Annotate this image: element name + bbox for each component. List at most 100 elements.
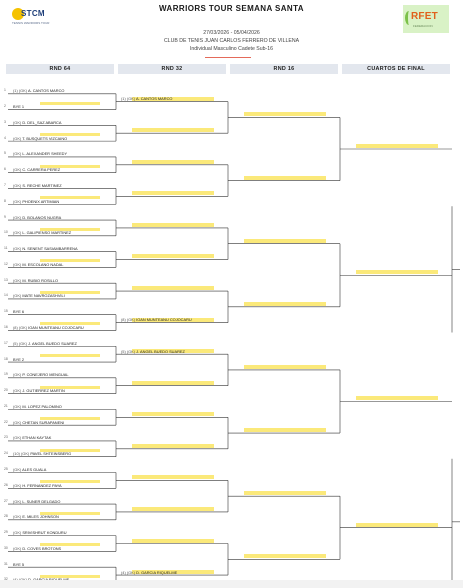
match-highlight [40, 290, 100, 294]
player-entry[interactable]: (GK) M. RUBIO ROSILLO [13, 278, 58, 283]
result-highlight [132, 254, 214, 259]
player-entry[interactable]: (GK) L. ALEXANDER SHEEDY [13, 151, 67, 156]
player-seed: (1) (GK) [13, 88, 28, 94]
result-highlight [132, 317, 214, 322]
result-highlight [244, 301, 326, 306]
player-name: H. FERNANDEZ PAYA [22, 482, 62, 488]
draw-position: 9 [4, 214, 6, 219]
player-seed: (8) (GK) [121, 317, 136, 323]
match-highlight [40, 133, 100, 137]
player-name: IOAN MUNTEANU COJOCARU [28, 324, 84, 330]
player-entry[interactable]: (GK) CHETAN SURAPANENI [13, 420, 64, 425]
player-entry[interactable]: (GK) H. FERNANDEZ PAYA [13, 483, 62, 488]
title-underline [205, 57, 251, 58]
result-highlight [132, 475, 214, 480]
result-highlight [244, 364, 326, 369]
player-name: PAVEL SHTEINSBERG [30, 451, 72, 457]
player-name: J. ANGEL BUEDO SUAREZ [136, 348, 185, 354]
draw-position: 5 [4, 151, 6, 156]
player-name: D. GARCIA RIQUELME [136, 569, 178, 575]
footer-strip [0, 580, 463, 588]
player-entry[interactable]: (GK) E. MILES JOHNSON [13, 514, 59, 519]
player-entry[interactable]: (GK) M. LOPEZ PALOMINO [13, 404, 62, 409]
draw-position: 7 [4, 182, 6, 187]
player-entry[interactable]: (GK) M. ESCOLANO NADAL [13, 262, 63, 267]
player-entry[interactable]: (4) (GK) D. GARCIA RIQUELME [13, 577, 69, 582]
player-entry[interactable]: (GK) S. RECHE MARTINEZ [13, 183, 62, 188]
player-entry[interactable]: (GK) D. BOLANOS NUGRA [13, 215, 61, 220]
advanced-player[interactable]: (1) (GK) A. CANTOS MARCO [121, 96, 172, 101]
player-entry[interactable]: (GK) ALES GUALA [13, 467, 46, 472]
player-name: L. GALIPIENSO MARTINEZ [22, 230, 72, 236]
player-entry[interactable]: (GK) D. COVES BROTONS [13, 546, 61, 551]
tournament-title: WARRIORS TOUR SEMANA SANTA [159, 4, 304, 13]
result-highlight [132, 128, 214, 133]
player-seed: (4) (GK) [121, 569, 136, 575]
player-entry[interactable]: (GK) SRIVISHRUT KONDURU [13, 530, 67, 535]
player-seed: (GK) [13, 151, 22, 157]
player-entry[interactable]: (GK) PHOENIX ARTIMIAN [13, 199, 59, 204]
advanced-player[interactable]: (5) (GK) J. ANGEL BUEDO SUAREZ [121, 349, 185, 354]
tournament-dates: 27/03/2026 - 05/04/2026 [203, 30, 260, 36]
player-entry[interactable]: (1) (GK) A. CANTOS MARCO [13, 88, 64, 93]
player-entry[interactable]: (GK) N. SENENT SASIAMBARRENA [13, 246, 78, 251]
draw-position: 21 [4, 403, 8, 408]
player-name: BYE 6 [13, 309, 25, 315]
player-entry[interactable]: BYE 1 [13, 104, 24, 109]
result-highlight [244, 175, 326, 180]
result-highlight [132, 412, 214, 417]
player-entry[interactable]: (10) (GK) PAVEL SHTEINSBERG [13, 451, 71, 456]
player-seed: (GK) [13, 119, 22, 125]
player-name: J. ANGEL BUEDO SUAREZ [28, 340, 77, 346]
player-entry[interactable]: (GK) ETHAN KAYTAK [13, 435, 51, 440]
result-highlight [244, 428, 326, 433]
player-seed: (GK) [13, 419, 22, 425]
match-highlight [40, 227, 100, 231]
draw-position: 2 [4, 104, 6, 109]
player-seed: (GK) [13, 388, 22, 394]
match-highlight [40, 101, 100, 105]
player-entry[interactable]: (GK) C. CARRERA PEREZ [13, 167, 60, 172]
draw-position: 13 [4, 277, 8, 282]
player-name: M. RUBIO ROSILLO [22, 277, 58, 283]
match-highlight [40, 322, 100, 326]
player-entry[interactable]: BYE 5 [13, 562, 24, 567]
draw-position: 24 [4, 451, 8, 456]
player-name: BYE 2 [13, 356, 25, 362]
draw-position: 32 [4, 577, 8, 581]
player-name: D. COVES BROTONS [22, 545, 62, 551]
draw-position: 15 [4, 309, 8, 314]
match-highlight [40, 385, 100, 389]
player-entry[interactable]: (5) (GK) J. ANGEL BUEDO SUAREZ [13, 341, 77, 346]
draw-position: 29 [4, 530, 8, 535]
advanced-player[interactable]: (8) (GK) IOAN MUNTEANU COJOCARU [121, 317, 192, 322]
player-entry[interactable]: (GK) L. SUNER DELGADO [13, 499, 60, 504]
player-entry[interactable]: (GK) L. GALIPIENSO MARTINEZ [13, 230, 71, 235]
player-entry[interactable]: (GK) MATE NAVROZASHVILI [13, 293, 65, 298]
player-name: E. MILES JOHNSON [22, 514, 59, 520]
player-name: CHETAN SURAPANENI [22, 419, 65, 425]
player-name: D. DEL_SAZ ABARCA [22, 119, 62, 125]
player-entry[interactable]: BYE 6 [13, 309, 24, 314]
player-entry[interactable]: (GK) P. CONEJERO MENGUAL [13, 372, 69, 377]
player-seed: (GK) [13, 182, 22, 188]
draw-position: 17 [4, 340, 8, 345]
result-highlight [132, 570, 214, 575]
player-name: A. CANTOS MARCO [27, 88, 65, 94]
player-entry[interactable]: (GK) J. GUTIERREZ MARTIN [13, 388, 65, 393]
draw-position: 27 [4, 498, 8, 503]
player-entry[interactable]: (GK) T. BUSQUETS VIZCAINO [13, 136, 67, 141]
player-name: IOAN MUNTEANU COJOCARU [136, 317, 192, 323]
player-entry[interactable]: BYE 2 [13, 357, 24, 362]
advanced-player[interactable]: (4) (GK) D. GARCIA RIQUELME [121, 570, 177, 575]
player-seed: (5) (GK) [13, 340, 28, 346]
player-entry[interactable]: (GK) D. DEL_SAZ ABARCA [13, 120, 61, 125]
player-entry[interactable]: (8) (GK) IOAN MUNTEANU COJOCARU [13, 325, 84, 330]
player-name: N. SENENT SASIAMBARRENA [22, 246, 78, 252]
player-name: L. SUNER DELGADO [22, 498, 61, 504]
draw-position: 4 [4, 135, 6, 140]
match-highlight [40, 196, 100, 200]
result-highlight [244, 238, 326, 243]
result-highlight [132, 191, 214, 196]
